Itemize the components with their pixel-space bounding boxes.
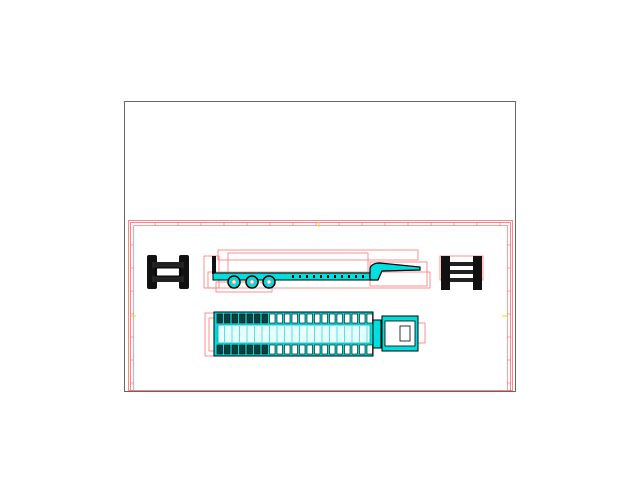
deck-cell — [321, 344, 328, 355]
deck-cell — [216, 313, 223, 324]
deck-cell — [254, 344, 261, 355]
deck-cell — [351, 313, 358, 324]
deck-hole — [341, 275, 343, 278]
deck-cell — [306, 344, 313, 355]
deck-hole — [313, 275, 315, 278]
deck-cell — [344, 313, 351, 324]
deck-cell — [336, 344, 343, 355]
deck-cell — [239, 313, 246, 324]
deck-cell — [299, 344, 306, 355]
deck-cell — [224, 344, 231, 355]
deck-cell — [366, 313, 373, 324]
deck-cell — [344, 344, 351, 355]
deck-hole — [355, 275, 357, 278]
sheet-border — [124, 101, 516, 392]
title-frame — [128, 220, 513, 391]
deck-cell — [329, 344, 336, 355]
deck-cell — [321, 313, 328, 324]
deck-cell — [254, 313, 261, 324]
rear-end-view — [439, 255, 484, 290]
deck-cell — [246, 344, 253, 355]
frame-ticks — [131, 222, 510, 384]
front-end-view — [147, 255, 189, 289]
deck-hole — [327, 275, 329, 278]
deck-cell — [261, 313, 268, 324]
deck-cell — [231, 344, 238, 355]
deck-cell — [306, 313, 313, 324]
deck-cell — [366, 344, 373, 355]
deck-cell — [231, 313, 238, 324]
deck-cell — [284, 313, 291, 324]
deck-cell — [276, 344, 283, 355]
top-view — [204, 311, 426, 357]
deck-cell — [329, 313, 336, 324]
deck-cell — [314, 313, 321, 324]
deck-hole — [348, 275, 350, 278]
deck-cell — [359, 313, 366, 324]
side-view — [203, 249, 431, 293]
deck-cell — [261, 344, 268, 355]
deck-cell — [336, 313, 343, 324]
deck-cell — [246, 313, 253, 324]
deck-hole — [292, 275, 294, 278]
center-marks — [131, 222, 508, 317]
deck-cell — [239, 344, 246, 355]
deck-cell — [276, 313, 283, 324]
deck-cell — [269, 313, 276, 324]
deck-cell — [269, 344, 276, 355]
deck-hole — [320, 275, 322, 278]
deck-cell — [224, 313, 231, 324]
deck-hole — [334, 275, 336, 278]
deck-cell — [291, 313, 298, 324]
deck-cell — [284, 344, 291, 355]
deck-cell — [314, 344, 321, 355]
deck-hole — [299, 275, 301, 278]
deck-cell — [351, 344, 358, 355]
deck-cell — [359, 344, 366, 355]
deck-cell — [299, 313, 306, 324]
deck-cell — [216, 344, 223, 355]
deck-cell — [291, 344, 298, 355]
deck-hole — [306, 275, 308, 278]
deck-hole — [362, 275, 364, 278]
